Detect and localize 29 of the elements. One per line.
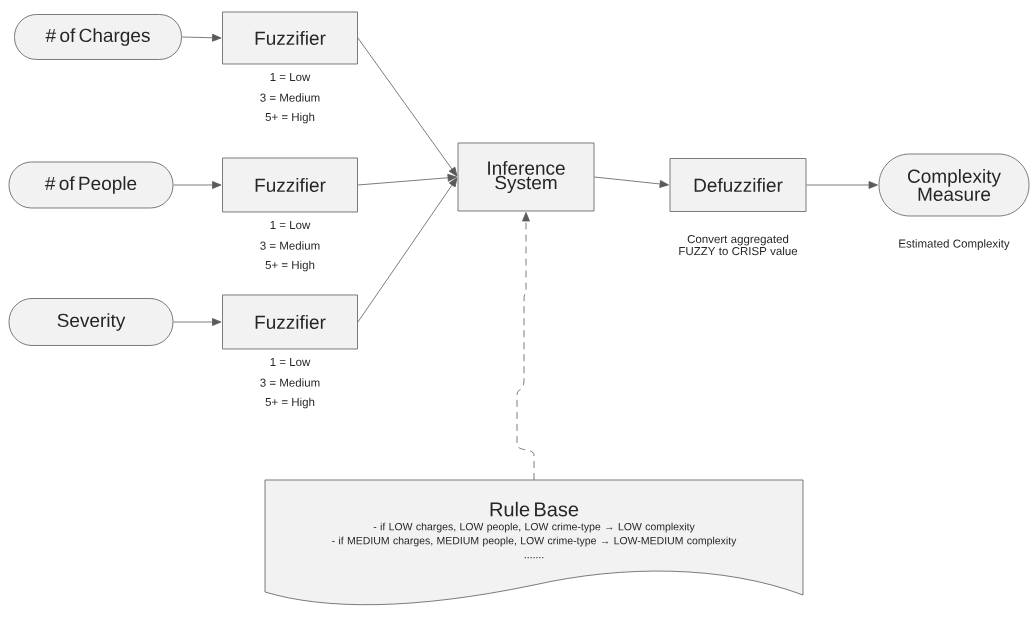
- node-label: 3 = Medium: [260, 378, 320, 387]
- node-label: 5+ = High: [265, 112, 315, 124]
- process-box: Fuzzifier: [222, 294, 358, 350]
- arrow: [181, 33, 222, 42]
- process-box: Defuzzifier: [669, 158, 807, 212]
- node-label: 5+ = High: [265, 397, 315, 409]
- arrow: [806, 181, 878, 189]
- rounded-terminal: Complexity Measure: [878, 153, 1030, 217]
- node-label: 3 = Medium: [260, 241, 320, 250]
- node-label: 1 = Low: [270, 73, 311, 81]
- node-label: 5+ = High: [265, 260, 315, 272]
- process-box: Fuzzifier: [222, 11, 358, 65]
- arrow: [173, 181, 222, 189]
- rounded-terminal: # of Charges: [14, 14, 182, 60]
- node-label: 1 = Low: [270, 358, 311, 366]
- process-box: Fuzzifier: [222, 157, 358, 213]
- node-label: 3 = Medium: [260, 93, 320, 102]
- dashed-arrow: [516, 212, 535, 481]
- rounded-terminal: Severity: [8, 298, 174, 346]
- arrow: [173, 318, 222, 326]
- arrow: [357, 37, 458, 177]
- process-box: Inference System: [457, 142, 595, 212]
- rounded-terminal: # of People: [8, 161, 174, 209]
- node-label: Estimated Complexity: [899, 239, 1010, 250]
- arrow: [594, 176, 669, 188]
- node-label: Convert aggregated FUZZY to CRISP value: [679, 234, 798, 256]
- arrow: [357, 173, 457, 186]
- arrow: [357, 177, 458, 323]
- node-label: 1 = Low: [270, 221, 311, 229]
